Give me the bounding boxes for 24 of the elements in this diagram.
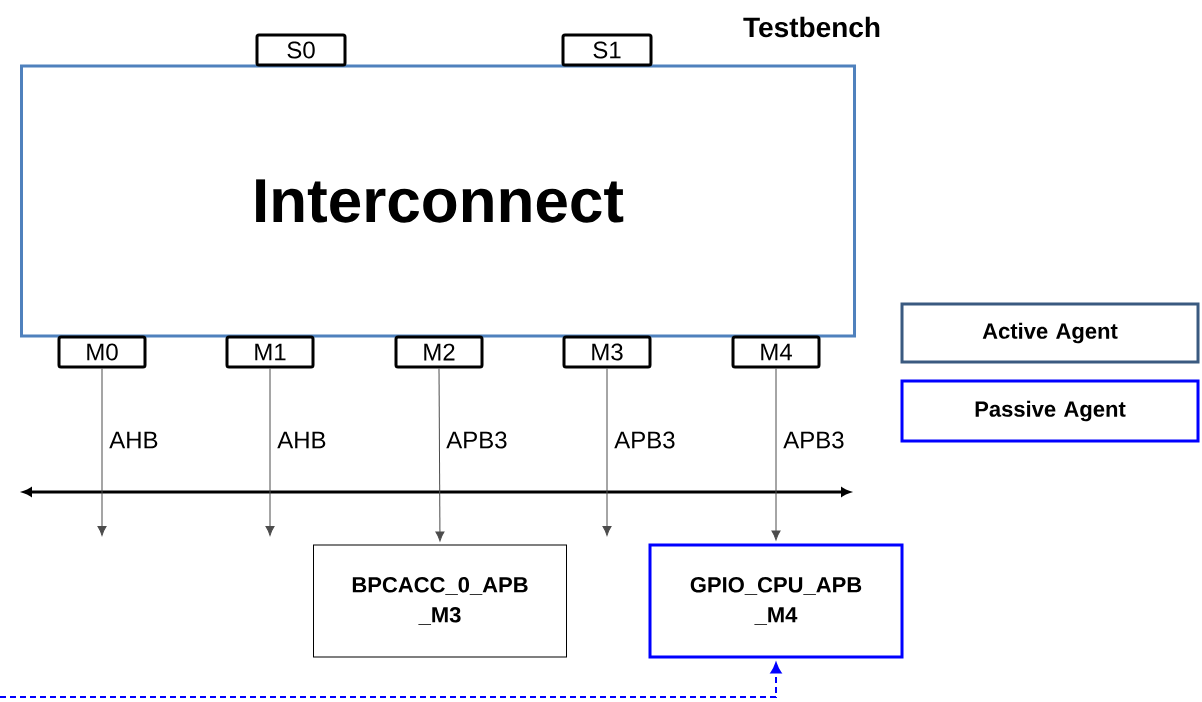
port-box: S1 [561, 33, 653, 67]
arrow [771, 368, 781, 541]
agent-box: GPIO_CPU_APB _M4 [648, 543, 904, 659]
testbench-title: Testbench [743, 16, 880, 38]
edge-label: APB3 [445, 430, 509, 450]
arrow [265, 368, 275, 536]
agent-box: BPCACC_0_APB _M3 [313, 544, 567, 658]
edge-label: AHB [108, 430, 160, 450]
arrow [602, 368, 612, 536]
port-box: M0 [57, 335, 147, 369]
interconnect-box: Interconnect [20, 64, 856, 338]
port-box: M1 [225, 335, 315, 369]
arrow [435, 368, 445, 542]
arrow [0, 662, 782, 698]
port-box: M2 [394, 335, 484, 369]
edge-label: AHB [276, 430, 328, 450]
legend-box: Active Agent [900, 302, 1200, 364]
port-box: M4 [731, 335, 821, 369]
legend-box: Passive Agent [900, 379, 1200, 443]
port-box: M3 [562, 335, 652, 369]
edge-label: APB3 [782, 430, 846, 450]
port-box: S0 [255, 33, 347, 67]
arrow [97, 368, 107, 536]
edge-label: APB3 [613, 430, 677, 450]
